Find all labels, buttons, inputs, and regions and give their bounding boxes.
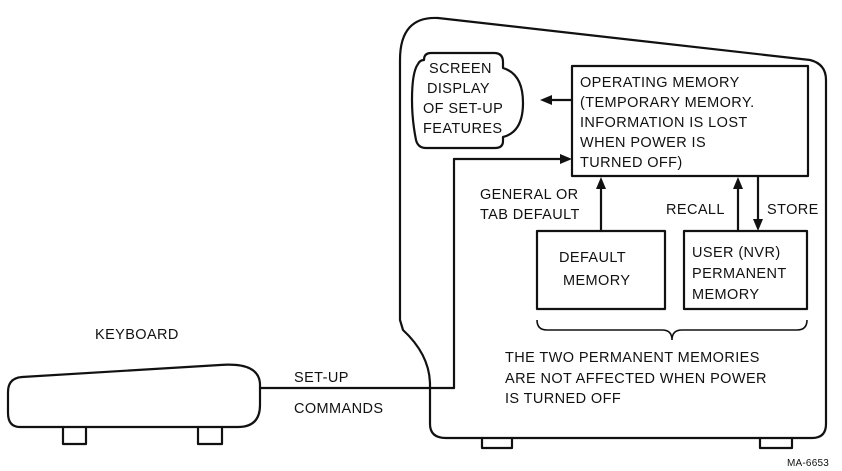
keyboard-label: KEYBOARD [95, 327, 179, 343]
note-line: IS TURNED OFF [505, 391, 621, 407]
screen-display-line: DISPLAY [427, 81, 490, 97]
terminal-housing [398, 16, 828, 440]
general-default-line: GENERAL OR [480, 187, 579, 203]
default-memory-line: MEMORY [563, 273, 630, 289]
operating-memory-box [570, 64, 810, 178]
terminal-foot-right [758, 436, 794, 450]
screen-display-shape [410, 51, 525, 150]
user-memory-line: USER (NVR) [692, 245, 781, 261]
screen-display-line: OF SET-UP [423, 101, 503, 117]
recall-arrow-head [733, 177, 743, 189]
commands-label: COMMANDS [294, 401, 383, 417]
keyboard-foot-right [196, 425, 224, 446]
permanent-memories-brace [536, 319, 808, 341]
arrow-to-screen-head [540, 95, 552, 105]
figure-id: MA-6653 [787, 458, 829, 469]
operating-memory-line: (TEMPORARY MEMORY. [580, 95, 755, 111]
operating-memory-line: TURNED OFF) [580, 155, 683, 171]
general-default-line: TAB DEFAULT [480, 207, 580, 223]
user-memory-line: MEMORY [692, 287, 759, 303]
keyboard-body [6, 363, 262, 429]
operating-memory-line: WHEN POWER IS [580, 135, 706, 151]
user-memory-box [682, 229, 809, 311]
terminal-foot-left [480, 436, 514, 450]
default-memory-line: DEFAULT [559, 250, 626, 266]
note-line: THE TWO PERMANENT MEMORIES [505, 350, 760, 366]
recall-label: RECALL [666, 202, 725, 218]
commands-arrow-head [560, 154, 572, 164]
default-memory-box [535, 229, 667, 311]
keyboard-foot-left [61, 425, 88, 446]
note-line: ARE NOT AFFECTED WHEN POWER [505, 371, 767, 387]
screen-display-line: SCREEN [429, 61, 492, 77]
operating-memory-line: OPERATING MEMORY [580, 75, 740, 91]
user-memory-line: PERMANENT [692, 266, 787, 282]
store-arrow-head [753, 219, 763, 231]
default-arrow-head [596, 177, 606, 189]
store-label: STORE [767, 202, 819, 218]
screen-display-line: FEATURES [423, 121, 502, 137]
operating-memory-line: INFORMATION IS LOST [580, 115, 748, 131]
setup-label: SET-UP [294, 370, 349, 386]
